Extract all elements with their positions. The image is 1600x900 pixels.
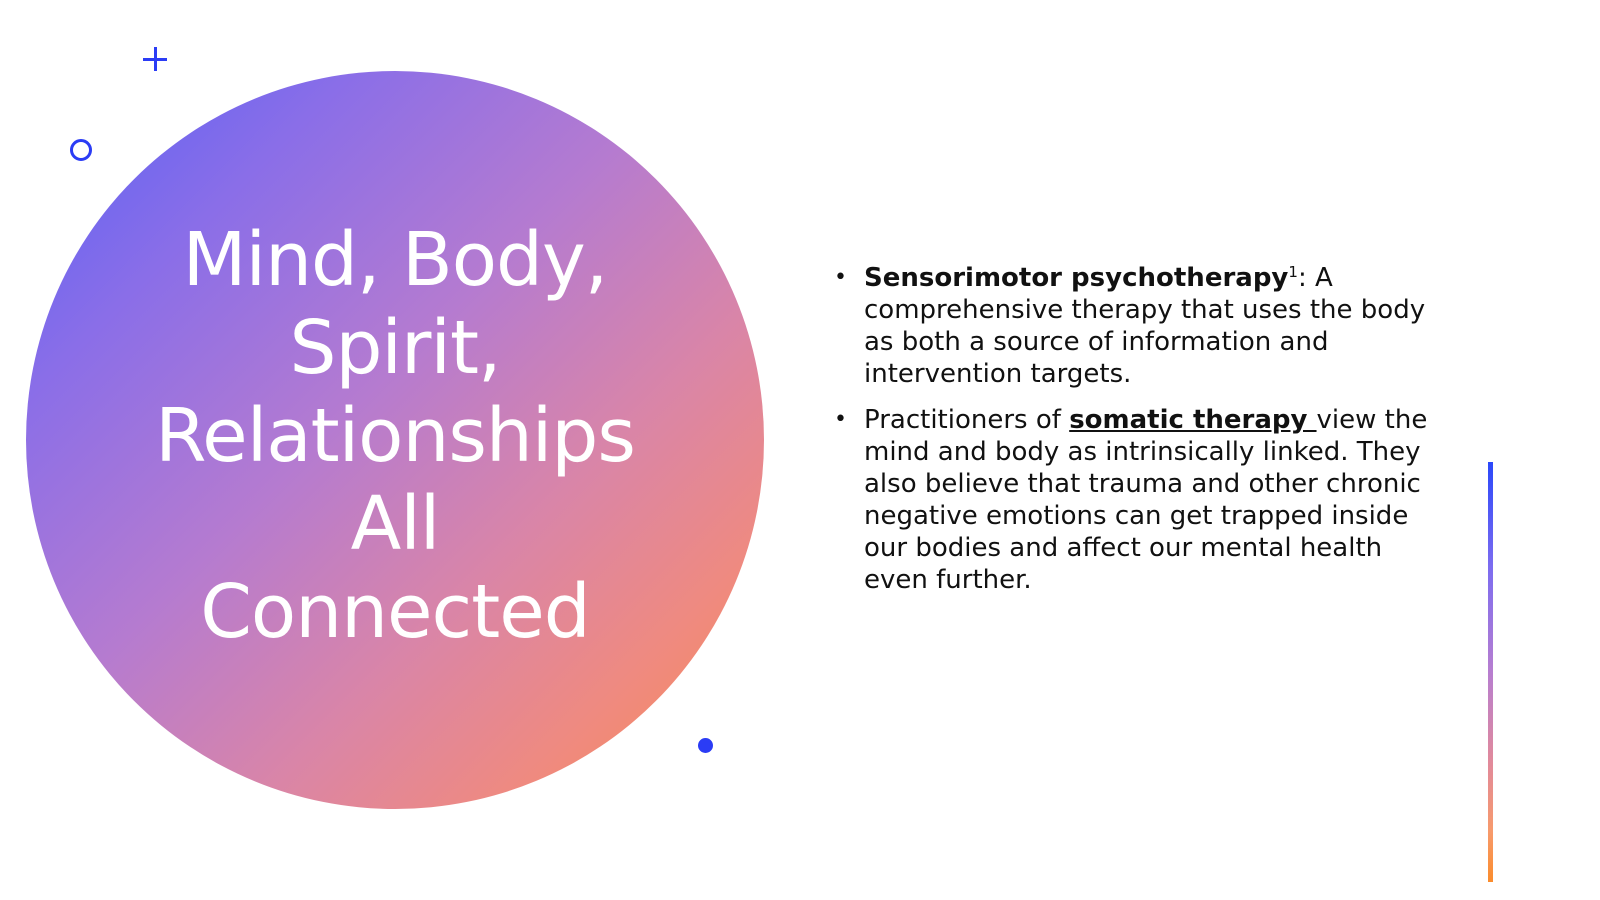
title-line: Connected (200, 569, 590, 655)
somatic-therapy-link[interactable]: somatic therapy (1069, 405, 1317, 435)
bullet-text: view the mind and body as intrinsically … (864, 405, 1428, 595)
plus-icon (143, 47, 167, 71)
bullet-item-somatic: • Practitioners of somatic therapy view … (832, 404, 1432, 596)
bullet-text: Practitioners of (864, 405, 1070, 435)
bullet-list: • Sensorimotor psychotherapy1: A compreh… (832, 262, 1432, 610)
gradient-circle: Mind, Body, Spirit, Relationships All Co… (26, 71, 764, 809)
title-line: All (350, 481, 441, 567)
title-line: Mind, Body, (182, 217, 609, 303)
bullet-text: : A comprehensive therapy that uses the … (864, 263, 1426, 389)
footnote-ref: 1 (1288, 263, 1298, 281)
bullet-icon: • (834, 265, 847, 290)
bullet-icon: • (834, 407, 847, 432)
slide-title: Mind, Body, Spirit, Relationships All Co… (95, 216, 695, 656)
term-sensorimotor: Sensorimotor psychotherapy (864, 263, 1289, 293)
ring-icon (70, 139, 92, 161)
title-line: Spirit, (289, 305, 501, 391)
title-line: Relationships (155, 393, 636, 479)
dot-icon (698, 738, 713, 753)
gradient-vertical-line (1488, 462, 1493, 882)
bullet-item-sensorimotor: • Sensorimotor psychotherapy1: A compreh… (832, 262, 1432, 390)
